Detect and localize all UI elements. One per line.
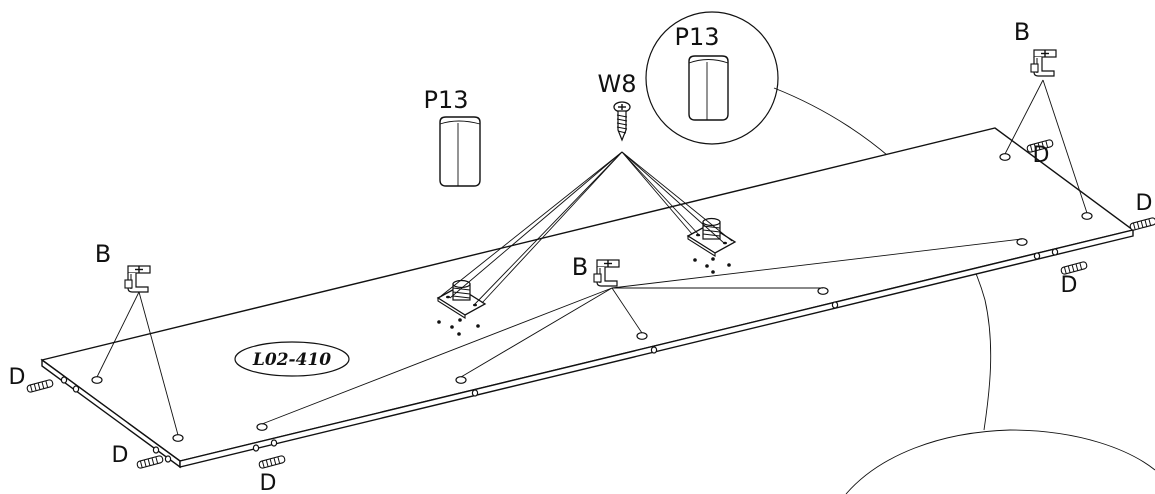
cam-leader-lines bbox=[96, 79, 1088, 436]
cam-label-center: B bbox=[572, 253, 588, 281]
wooden-block-icon bbox=[439, 116, 481, 187]
block-label-left: P13 bbox=[423, 86, 468, 114]
screw-leader-lines bbox=[440, 151, 733, 306]
dowel-label-right-top: D bbox=[1033, 143, 1050, 168]
leveling-foot-left bbox=[436, 279, 487, 319]
detail-zoom-circle bbox=[645, 11, 779, 145]
dowel-label-right-bottom: D bbox=[1061, 273, 1078, 298]
dowel-label-left-bottom: D bbox=[112, 443, 129, 468]
part-code-ellipse bbox=[234, 341, 350, 377]
dowel-icon bbox=[1128, 216, 1155, 232]
cam-lock-icon bbox=[124, 265, 151, 293]
dowel-icon bbox=[25, 378, 55, 394]
dowel-icon bbox=[135, 454, 165, 470]
screw-label: W8 bbox=[598, 70, 637, 98]
cam-label-right: B bbox=[1014, 18, 1030, 46]
cam-lock-icon bbox=[1030, 49, 1057, 77]
detail-callout-circle-large bbox=[845, 429, 1155, 494]
dowel-label-left-top: D bbox=[9, 365, 26, 390]
block-label-zoom: P13 bbox=[674, 23, 719, 51]
cam-label-left: B bbox=[95, 240, 111, 268]
part-code-label: L02-410 bbox=[252, 350, 331, 370]
leveling-foot-right bbox=[686, 217, 737, 257]
dowel-label-bottom: D bbox=[260, 471, 277, 494]
screw-icon bbox=[613, 101, 631, 142]
wooden-block-zoom-icon bbox=[688, 55, 729, 121]
pilot-hole-dots bbox=[437, 257, 731, 336]
dowel-label-right-edge: D bbox=[1136, 191, 1153, 216]
dowel-icon bbox=[257, 454, 287, 470]
